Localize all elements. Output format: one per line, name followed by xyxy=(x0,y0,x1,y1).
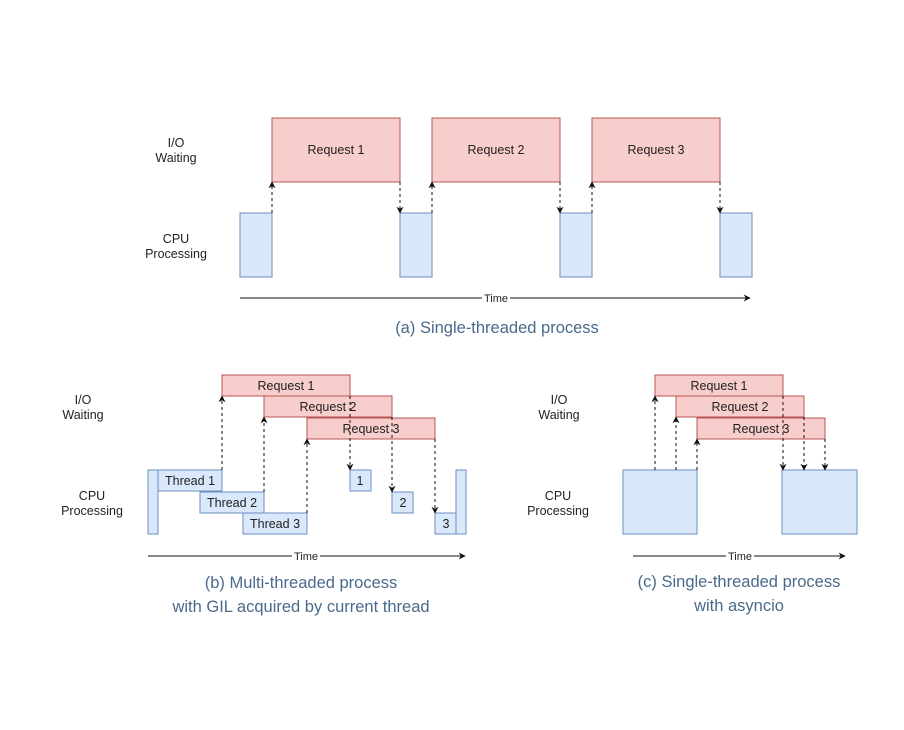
cpu-box-c-2 xyxy=(781,469,858,535)
io-label-c-1: I/O xyxy=(551,393,568,407)
request-box-b-2 xyxy=(263,395,393,418)
io-label-c-2: Waiting xyxy=(538,408,579,422)
time-label-a: Time xyxy=(484,293,508,305)
request-label-a-2: Request 2 xyxy=(468,143,525,157)
time-label-b: Time xyxy=(294,551,318,563)
response-label-b-1: 1 xyxy=(357,474,364,488)
cpu-box-a-3 xyxy=(559,212,593,278)
time-label-bg-c xyxy=(726,550,754,562)
cpu-box-c-1 xyxy=(622,469,698,535)
request-label-b-1: Request 1 xyxy=(258,379,315,393)
caption-c-1: (c) Single-threaded process xyxy=(638,573,841,591)
caption-b-2: with GIL acquired by current thread xyxy=(171,598,429,616)
cpu-label-b-1: CPU xyxy=(79,489,105,503)
cpu-label-a-1: CPU xyxy=(163,232,189,246)
request-box-c-2 xyxy=(675,395,805,418)
request-label-c-2: Request 2 xyxy=(712,400,769,414)
request-box-a-3 xyxy=(591,117,721,183)
cpu-end-bar-b xyxy=(455,469,467,535)
caption-a: (a) Single-threaded process xyxy=(395,319,599,337)
cpu-box-a-4 xyxy=(719,212,753,278)
caption-c-2: with asyncio xyxy=(693,597,784,615)
thread-box-b-2 xyxy=(199,491,265,514)
cpu-start-bar-b xyxy=(147,469,159,535)
request-label-b-2: Request 2 xyxy=(300,400,357,414)
cpu-box-a-1 xyxy=(239,212,273,278)
request-label-c-3: Request 3 xyxy=(733,422,790,436)
panel-a: I/O Waiting CPU Processing Request 1 Req… xyxy=(145,117,753,337)
cpu-label-b-2: Processing xyxy=(61,504,123,518)
io-label-b-2: Waiting xyxy=(62,408,103,422)
request-box-b-3 xyxy=(306,417,436,440)
response-label-b-3: 3 xyxy=(443,517,450,531)
time-label-bg-b xyxy=(292,550,320,562)
caption-b-1: (b) Multi-threaded process xyxy=(205,574,398,592)
thread-box-b-3 xyxy=(242,512,308,535)
response-label-b-2: 2 xyxy=(400,496,407,510)
cpu-label-c-2: Processing xyxy=(527,504,589,518)
time-label-c: Time xyxy=(728,551,752,563)
thread-label-b-2: Thread 2 xyxy=(207,496,257,510)
panel-b: I/O Waiting CPU Processing Request 1 Req… xyxy=(61,374,467,616)
request-box-a-1 xyxy=(271,117,401,183)
thread-label-b-1: Thread 1 xyxy=(165,474,215,488)
io-label-a-2: Waiting xyxy=(155,151,196,165)
thread-label-b-3: Thread 3 xyxy=(250,517,300,531)
cpu-box-a-2 xyxy=(399,212,433,278)
request-label-a-3: Request 3 xyxy=(628,143,685,157)
io-label-b-1: I/O xyxy=(75,393,92,407)
response-box-b-1 xyxy=(349,469,372,492)
request-label-a-1: Request 1 xyxy=(308,143,365,157)
cpu-label-c-1: CPU xyxy=(545,489,571,503)
cpu-label-a-2: Processing xyxy=(145,247,207,261)
io-label-a-1: I/O xyxy=(168,136,185,150)
request-box-c-3 xyxy=(696,417,826,440)
time-label-bg-a xyxy=(482,292,510,304)
thread-box-b-1 xyxy=(157,469,223,492)
response-box-b-2 xyxy=(391,491,414,514)
request-box-a-2 xyxy=(431,117,561,183)
request-label-c-1: Request 1 xyxy=(691,379,748,393)
panel-c: I/O Waiting CPU Processing Request 1 Req… xyxy=(527,374,858,615)
request-label-b-3: Request 3 xyxy=(343,422,400,436)
